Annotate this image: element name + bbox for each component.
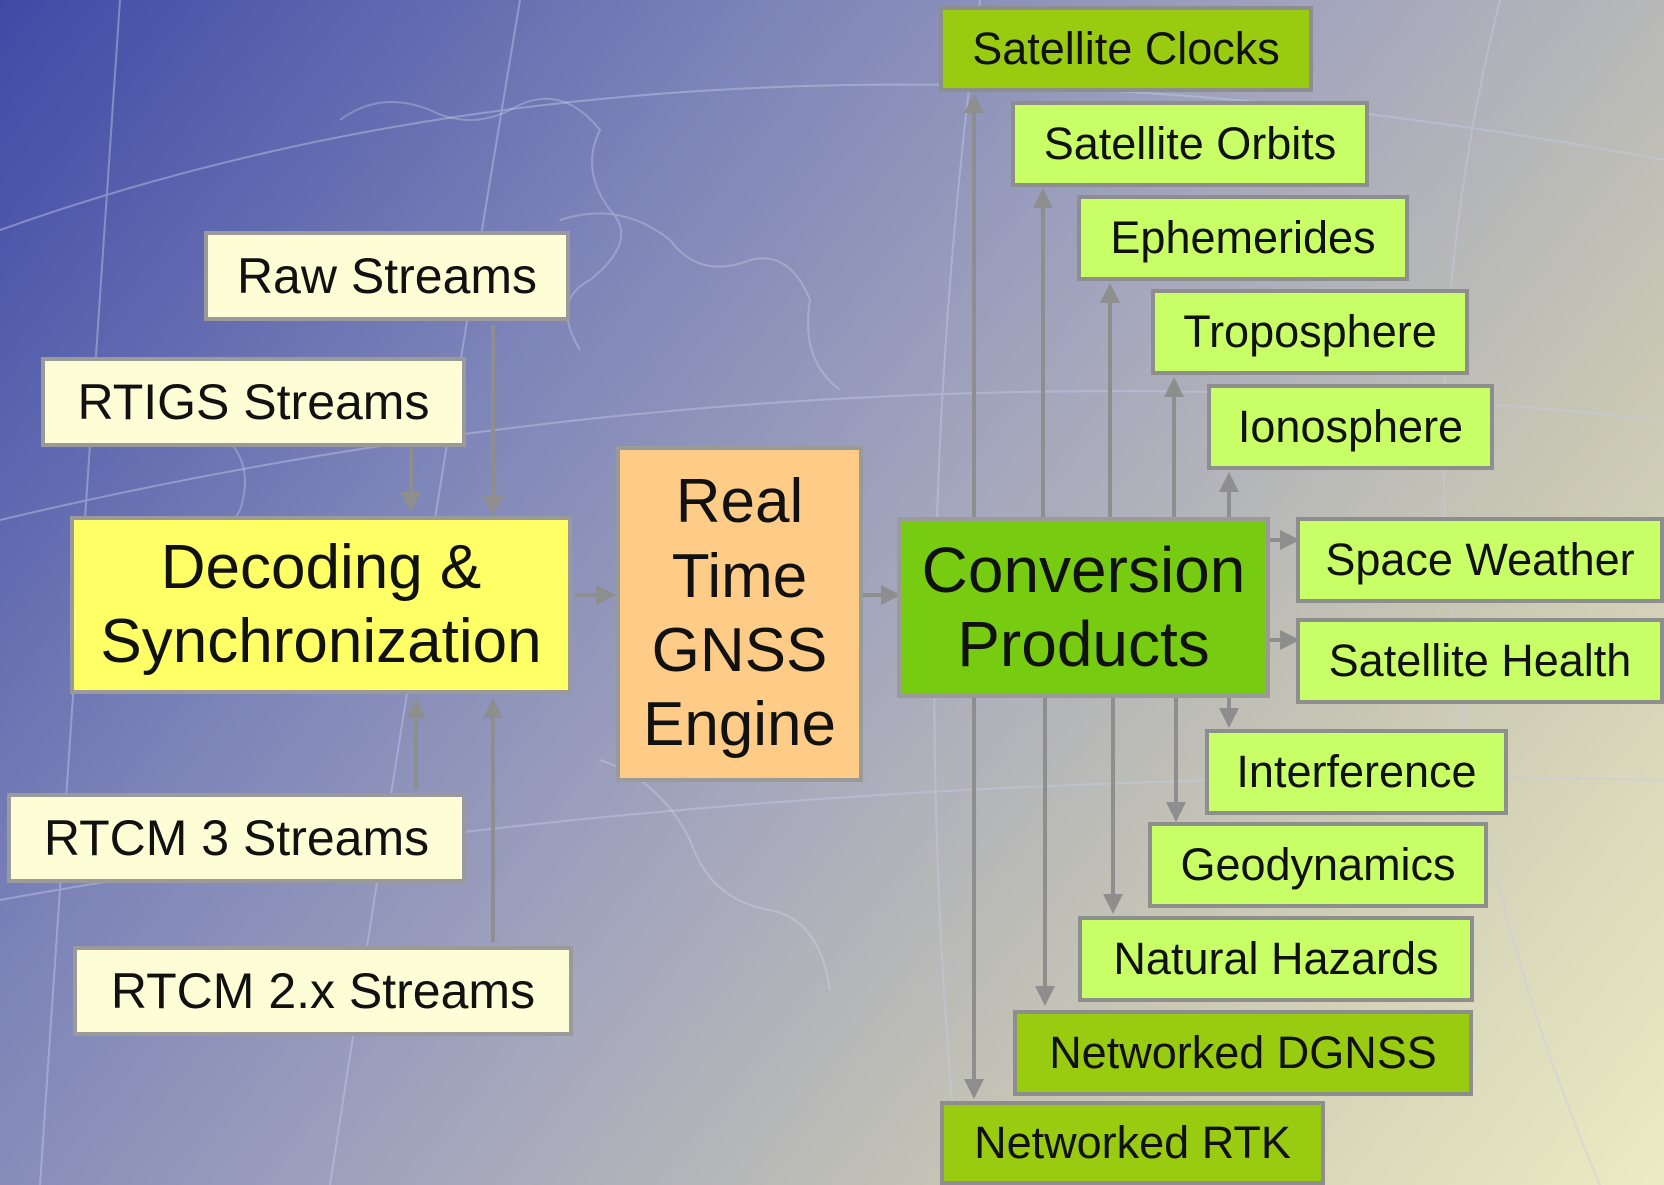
output-networked-dgnss: Networked DGNSS [1013,1010,1473,1096]
engine-line1: Real [675,467,804,537]
output-satellite-health: Satellite Health [1296,618,1664,704]
realtime-gnss-engine-box: Real Time GNSS Engine [616,446,863,782]
output-geodynamics: Geodynamics [1148,822,1488,908]
engine-line3: GNSS [651,616,828,685]
output-troposphere-label: Troposphere [1183,306,1437,357]
input-rtcm3-streams: RTCM 3 Streams [7,793,466,883]
decoding-line1: Decoding & [160,532,482,602]
output-networked-rtk: Networked RTK [940,1101,1325,1185]
output-satellite-orbits: Satellite Orbits [1011,101,1369,187]
decoding-synchronization-box: Decoding & Synchronization [70,516,572,694]
input-rtcm2-streams: RTCM 2.x Streams [73,946,573,1036]
input-rtigs-streams: RTIGS Streams [41,357,466,447]
output-troposphere: Troposphere [1151,289,1469,375]
output-ionosphere-label: Ionosphere [1237,401,1464,452]
output-networked-dgnss-label: Networked DGNSS [1049,1027,1437,1078]
output-geodynamics-label: Geodynamics [1180,839,1456,890]
engine-line4: Engine [642,690,837,760]
conversion-products-box: Conversion Products [897,517,1270,698]
output-satellite-health-label: Satellite Health [1328,635,1632,686]
input-rtcm3-streams-label: RTCM 3 Streams [43,810,430,866]
output-ionosphere: Ionosphere [1207,384,1494,470]
output-space-weather: Space Weather [1296,517,1664,603]
conversion-line1: Conversion [921,533,1246,606]
output-natural-hazards-label: Natural Hazards [1113,933,1439,984]
input-rtigs-streams-label: RTIGS Streams [77,374,430,430]
output-space-weather-label: Space Weather [1325,534,1635,585]
input-raw-streams-label: Raw Streams [236,248,538,304]
output-interference: Interference [1205,729,1508,815]
conversion-line2: Products [957,607,1210,680]
output-satellite-orbits-label: Satellite Orbits [1043,118,1337,169]
output-ephemerides: Ephemerides [1077,195,1409,281]
input-raw-streams: Raw Streams [204,231,570,321]
output-interference-label: Interference [1236,746,1477,797]
engine-line2: Time [671,541,808,611]
decoding-line2: Synchronization [100,607,542,676]
input-rtcm2-streams-label: RTCM 2.x Streams [110,963,536,1019]
output-natural-hazards: Natural Hazards [1078,916,1474,1002]
output-networked-rtk-label: Networked RTK [974,1117,1291,1168]
output-ephemerides-label: Ephemerides [1110,212,1376,263]
output-satellite-clocks-label: Satellite Clocks [972,23,1280,74]
output-satellite-clocks: Satellite Clocks [939,6,1313,92]
